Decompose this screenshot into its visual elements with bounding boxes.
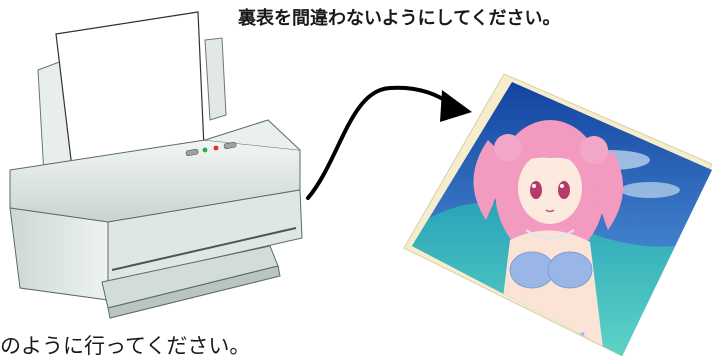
instruction-bottom: のように行ってください。: [0, 334, 251, 358]
photo-print: [403, 73, 712, 356]
printer-icon: [9, 11, 303, 319]
curved-arrow-icon: [306, 85, 472, 200]
instruction-top: 裏表を間違わないようにしてください。: [238, 8, 561, 29]
